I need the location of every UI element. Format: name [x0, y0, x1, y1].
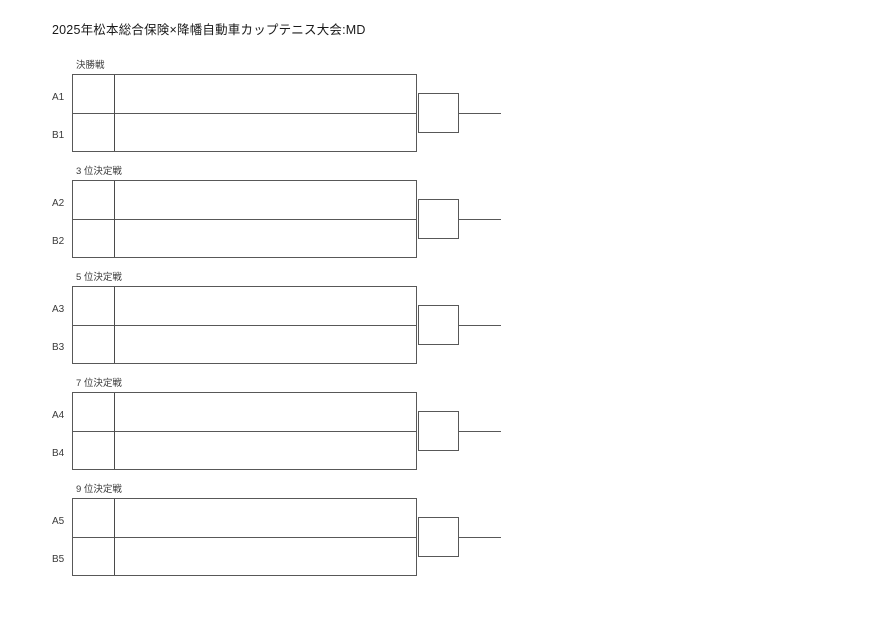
winner-output-line	[459, 325, 501, 326]
score-column-divider	[114, 393, 115, 469]
match-row[interactable]	[73, 393, 416, 432]
winner-output-line	[459, 537, 501, 538]
match-row[interactable]	[73, 499, 416, 538]
winner-output-line	[459, 431, 501, 432]
score-column-divider	[114, 287, 115, 363]
winner-box[interactable]	[418, 517, 459, 557]
match-box[interactable]	[72, 74, 417, 152]
seed-label-top: A2	[52, 198, 65, 209]
seed-label-bottom: B1	[52, 130, 65, 141]
seed-label-top: A1	[52, 92, 65, 103]
group-label: 5 位決定戦	[76, 272, 122, 283]
match-row[interactable]	[73, 113, 416, 152]
match-row[interactable]	[73, 219, 416, 258]
score-column-divider	[114, 181, 115, 257]
winner-box[interactable]	[418, 305, 459, 345]
match-box[interactable]	[72, 392, 417, 470]
winner-output-line	[459, 113, 501, 114]
match-row[interactable]	[73, 287, 416, 326]
score-column-divider	[114, 499, 115, 575]
match-box[interactable]	[72, 286, 417, 364]
match-box[interactable]	[72, 498, 417, 576]
seed-label-bottom: B4	[52, 448, 65, 459]
bracket-group-3rd-place: 3 位決定戦 A2 B2	[0, 166, 890, 258]
seed-label-bottom: B2	[52, 236, 65, 247]
winner-box[interactable]	[418, 411, 459, 451]
match-row[interactable]	[73, 75, 416, 114]
group-label: 3 位決定戦	[76, 166, 122, 177]
match-row[interactable]	[73, 431, 416, 470]
page-title: 2025年松本総合保険×降幡自動車カップテニス大会:MD	[52, 23, 366, 37]
winner-output-line	[459, 219, 501, 220]
score-column-divider	[114, 75, 115, 151]
bracket-group-5th-place: 5 位決定戦 A3 B3	[0, 272, 890, 364]
match-row[interactable]	[73, 181, 416, 220]
winner-box[interactable]	[418, 199, 459, 239]
group-label: 9 位決定戦	[76, 484, 122, 495]
bracket-group-9th-place: 9 位決定戦 A5 B5	[0, 484, 890, 576]
group-label: 7 位決定戦	[76, 378, 122, 389]
match-row[interactable]	[73, 325, 416, 364]
winner-box[interactable]	[418, 93, 459, 133]
seed-label-top: A5	[52, 516, 65, 527]
bracket-group-7th-place: 7 位決定戦 A4 B4	[0, 378, 890, 470]
seed-label-top: A3	[52, 304, 65, 315]
seed-label-top: A4	[52, 410, 65, 421]
match-box[interactable]	[72, 180, 417, 258]
seed-label-bottom: B3	[52, 342, 65, 353]
seed-label-bottom: B5	[52, 554, 65, 565]
bracket-group-final: 決勝戦 A1 B1	[0, 60, 890, 152]
group-label: 決勝戦	[76, 60, 105, 71]
match-row[interactable]	[73, 537, 416, 576]
